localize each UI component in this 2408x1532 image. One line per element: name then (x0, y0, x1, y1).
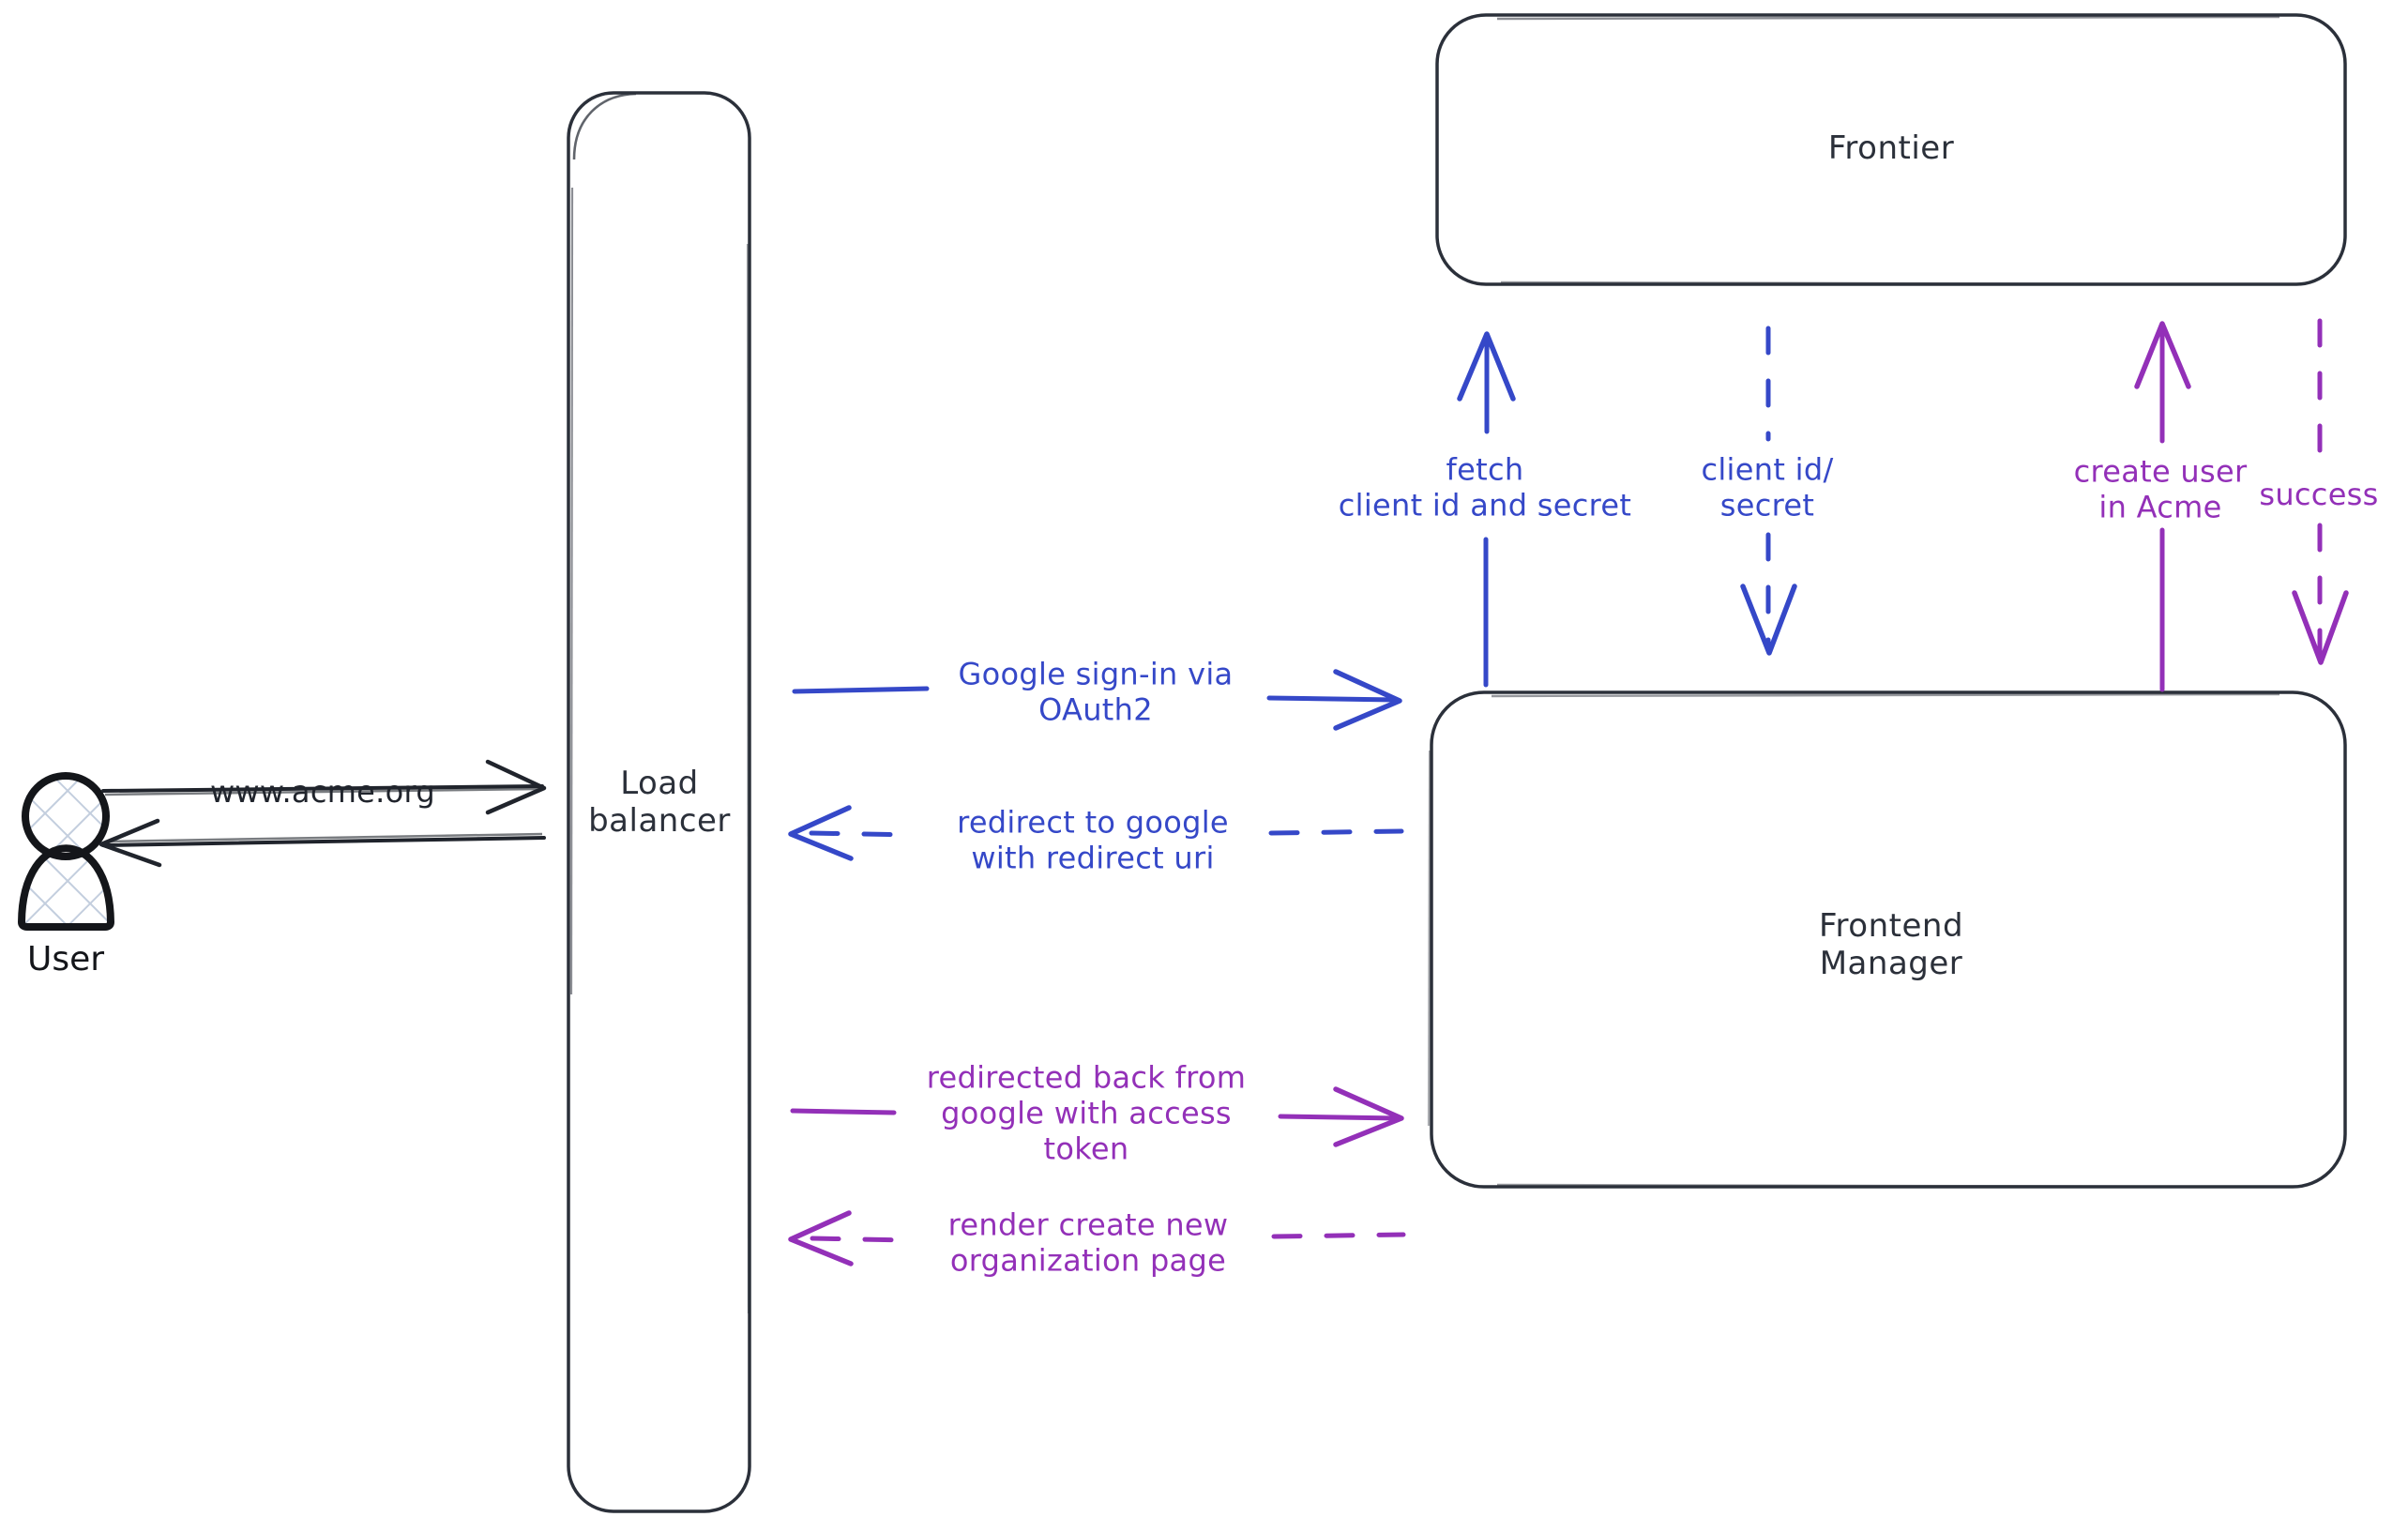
edge-client-id-secret (1740, 326, 1797, 656)
user-actor-icon (18, 772, 114, 931)
edge-lb-to-user (98, 818, 546, 868)
edge-create-user-in-acme (2134, 321, 2191, 692)
load-balancer-node[interactable] (567, 91, 751, 1513)
edge-success (2292, 318, 2349, 665)
edge-redirect-to-google (788, 805, 1404, 861)
frontend-manager-node[interactable] (1427, 690, 2347, 1189)
frontier-node[interactable] (1435, 13, 2347, 286)
edge-google-signin (792, 669, 1402, 731)
edge-redirected-back-token (790, 1086, 1404, 1147)
edge-user-to-lb (101, 759, 547, 815)
edge-fetch-client-id-secret (1457, 331, 1516, 688)
edge-render-create-org (788, 1210, 1406, 1267)
